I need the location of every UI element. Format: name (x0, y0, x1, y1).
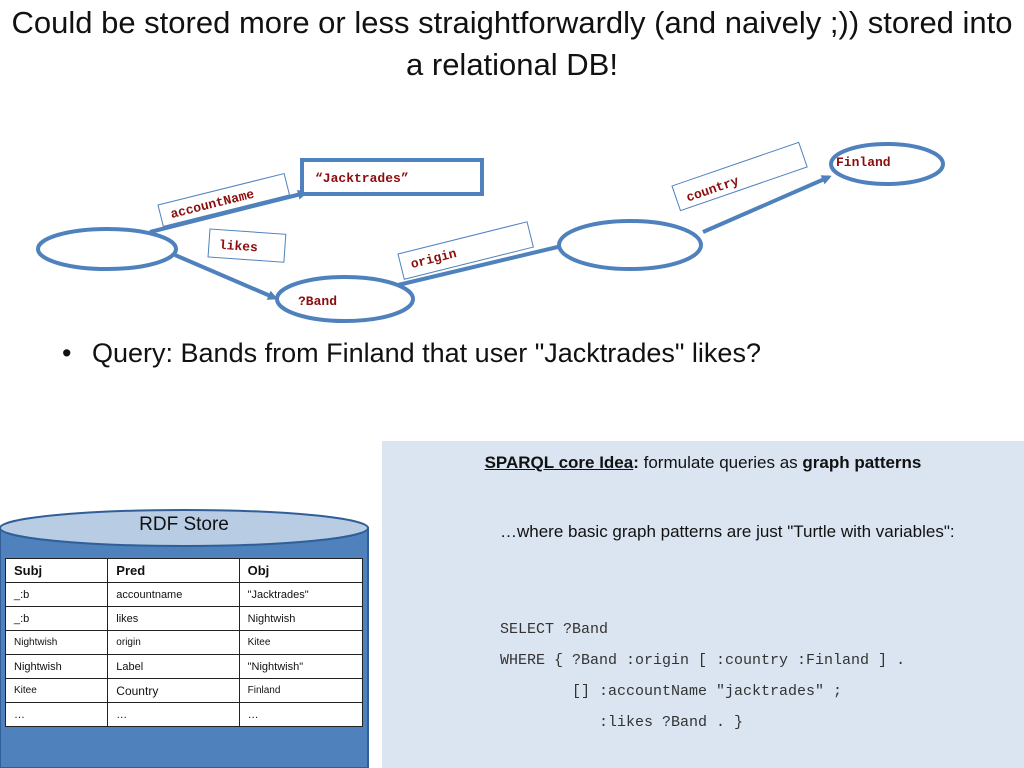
cell: Nightwish (238, 606, 364, 631)
table-row: Nightwish Label "Nightwish" (4, 654, 364, 679)
idea-colon: : (633, 453, 639, 472)
table-header-row: Subj Pred Obj (4, 558, 364, 583)
code-line: [] :accountName "jacktrades" ; (500, 683, 843, 700)
edge-accountname (149, 189, 308, 234)
sparql-idea-heading: SPARQL core Idea: formulate queries as g… (382, 453, 1024, 473)
idea-title: SPARQL core Idea (484, 453, 634, 472)
edge-country (702, 175, 832, 234)
cell: … (4, 702, 109, 727)
query-text: Query: Bands from Finland that user "Jac… (92, 338, 761, 368)
node-band-label: ?Band (298, 294, 337, 309)
node-finland (829, 142, 945, 186)
rdf-graph-diagram: “Jacktrades” ?Band Finland accountName l… (36, 141, 945, 323)
node-band (275, 275, 415, 323)
table-row: Nightwish origin Kitee (4, 630, 364, 655)
cell: Kitee (238, 630, 364, 655)
cell: "Jacktrades" (238, 582, 364, 607)
rdf-triples-table: Subj Pred Obj _:b accountname "Jacktrade… (4, 558, 364, 727)
sparql-panel: SPARQL core Idea: formulate queries as g… (382, 441, 1024, 768)
table-row: _:b accountname "Jacktrades" (4, 582, 364, 607)
slide-title: Could be stored more or less straightfor… (11, 5, 1013, 82)
cell: origin (107, 630, 240, 655)
cell: Country (107, 678, 240, 703)
edge-label-origin-box: origin (397, 221, 534, 280)
node-jacktrades-label: “Jacktrades” (315, 171, 409, 186)
idea-text: formulate queries as (638, 453, 803, 472)
cell: Finland (238, 678, 364, 703)
code-line: :likes ?Band . } (500, 714, 744, 731)
bullet-dot: • (62, 338, 72, 368)
cell: Nightwish (4, 630, 109, 655)
cell: … (107, 702, 240, 727)
query-bullet: • Query: Bands from Finland that user "Ja… (62, 338, 761, 369)
node-jacktrades-box (300, 158, 484, 196)
cell: _:b (4, 582, 109, 607)
cell: "Nightwish" (238, 654, 364, 679)
edge-origin (397, 241, 569, 287)
cell: accountname (107, 582, 240, 607)
header-pred: Pred (107, 558, 240, 583)
cell: … (238, 702, 364, 727)
cell: Nightwish (4, 654, 109, 679)
cell: _:b (4, 606, 109, 631)
node-finland-label: Finland (836, 155, 891, 170)
node-user-blank (36, 227, 178, 271)
header-obj: Obj (238, 558, 364, 583)
rdf-store-label: RDF Store (139, 514, 229, 535)
node-origin-blank (557, 219, 703, 271)
edge-label-likes-box: likes (207, 228, 287, 263)
code-line: WHERE { ?Band :origin [ :country :Finlan… (500, 652, 906, 669)
cell: Label (107, 654, 240, 679)
edge-label-likes: likes (218, 238, 258, 256)
cell: Kitee (4, 678, 109, 703)
code-line: SELECT ?Band (500, 621, 609, 638)
edge-label-country-box: country (671, 141, 808, 212)
header-subj: Subj (4, 558, 109, 583)
cell: likes (107, 606, 240, 631)
edge-likes (174, 253, 278, 300)
idea-bold: graph patterns (802, 453, 922, 472)
table-row: Kitee Country Finland (4, 678, 364, 703)
table-row: _:b likes Nightwish (4, 606, 364, 631)
table-row: … … … (4, 702, 364, 727)
sparql-description: …where basic graph patterns are just "Tu… (500, 522, 955, 541)
